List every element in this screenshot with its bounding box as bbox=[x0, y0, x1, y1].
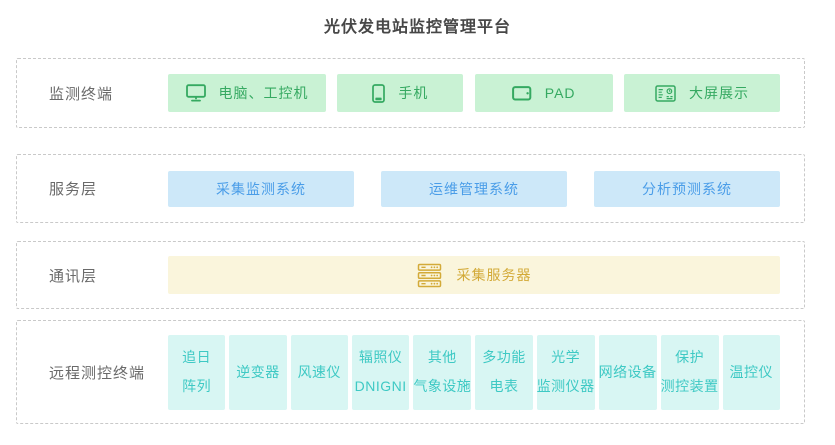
device-chip-line: 电表 bbox=[489, 378, 519, 394]
layer-services: 服务层 采集监测系统 运维管理系统 分析预测系统 bbox=[16, 154, 805, 223]
device-chip-line: 保护 bbox=[675, 349, 705, 365]
device-chip-line: 监测仪器 bbox=[536, 378, 595, 394]
device-chip-line: 其他 bbox=[427, 349, 457, 365]
terminal-chip-phone: 手机 bbox=[337, 74, 464, 112]
server-icon bbox=[417, 263, 442, 288]
terminal-chip-label: 手机 bbox=[398, 85, 429, 101]
terminal-chip-big-screen: 大屏展示 bbox=[623, 74, 780, 112]
device-chip-inverter: 逆变器 bbox=[229, 334, 287, 410]
service-chip-collection-monitoring: 采集监测系统 bbox=[168, 170, 354, 207]
communication-chip-label: 采集服务器 bbox=[456, 267, 532, 283]
device-chip-line: 辐照仪 bbox=[358, 349, 403, 365]
layer-content: 追日 阵列 逆变器 风速仪 辐照仪 DNIGNI 其他 气象设施 多功能 电表 … bbox=[168, 334, 780, 410]
device-chip-line: 逆变器 bbox=[236, 363, 280, 380]
service-chip-operation-management: 运维管理系统 bbox=[381, 170, 567, 207]
device-chip-line: 温控仪 bbox=[729, 363, 774, 380]
layer-communication: 通讯层 bbox=[16, 241, 805, 309]
layer-label-services: 服务层 bbox=[49, 181, 98, 198]
device-chip-anemometer: 风速仪 bbox=[290, 334, 348, 410]
layer-label-communication: 通讯层 bbox=[49, 267, 98, 285]
service-chip-label: 采集监测系统 bbox=[216, 180, 306, 197]
device-chip-line: 网络设备 bbox=[598, 363, 657, 380]
device-chip-irradiance-meter: 辐照仪 DNIGNI bbox=[351, 334, 410, 410]
device-chip-line: 光学 bbox=[551, 349, 581, 365]
service-chip-analysis-forecast: 分析预测系统 bbox=[594, 170, 780, 207]
pad-icon bbox=[511, 85, 532, 101]
service-chip-label: 运维管理系统 bbox=[429, 180, 519, 197]
service-chip-label: 分析预测系统 bbox=[642, 180, 732, 197]
device-chip-protection-control-device: 保护 测控装置 bbox=[660, 334, 719, 410]
layer-monitoring-terminals: 监测终端 电脑、工控机 手机 bbox=[16, 58, 805, 128]
terminal-chip-pad: PAD bbox=[474, 74, 613, 112]
device-chip-multifunction-meter: 多功能 电表 bbox=[475, 334, 533, 410]
device-chip-sun-tracking-array: 追日 阵列 bbox=[168, 334, 226, 410]
device-chip-line: 阵列 bbox=[182, 378, 212, 394]
device-chip-line: 多功能 bbox=[482, 349, 526, 365]
device-chip-network-equipment: 网络设备 bbox=[598, 334, 657, 410]
device-chip-line: 追日 bbox=[182, 349, 212, 365]
device-chip-optical-monitoring-instrument: 光学 监测仪器 bbox=[536, 334, 595, 410]
layer-remote-terminals: 远程测控终端 追日 阵列 逆变器 风速仪 辐照仪 DNIGNI 其他 气象设施 … bbox=[16, 320, 805, 424]
big-screen-icon bbox=[655, 84, 676, 102]
device-chip-line: DNIGNI bbox=[354, 378, 407, 394]
layer-content: 采集服务器 bbox=[168, 256, 780, 294]
device-chip-line: 风速仪 bbox=[297, 363, 342, 380]
terminal-chip-label: 大屏展示 bbox=[688, 85, 749, 101]
layer-label-remote-terminals: 远程测控终端 bbox=[49, 364, 146, 382]
monitor-icon bbox=[185, 84, 206, 102]
terminal-chip-computer: 电脑、工控机 bbox=[168, 74, 326, 112]
device-chip-line: 气象设施 bbox=[413, 378, 472, 394]
terminal-chip-label: 电脑、工控机 bbox=[218, 85, 309, 101]
device-chip-temperature-controller: 温控仪 bbox=[722, 334, 780, 410]
communication-chip-collection-server: 采集服务器 bbox=[168, 256, 780, 294]
layer-content: 采集监测系统 运维管理系统 分析预测系统 bbox=[168, 170, 780, 207]
phone-icon bbox=[372, 83, 386, 103]
layer-content: 电脑、工控机 手机 PAD bbox=[168, 74, 780, 112]
layer-label-monitoring-terminals: 监测终端 bbox=[49, 85, 114, 103]
device-chip-other-weather-facilities: 其他 气象设施 bbox=[413, 334, 472, 410]
terminal-chip-label: PAD bbox=[544, 85, 576, 101]
device-chip-line: 测控装置 bbox=[660, 378, 719, 394]
page-title: 光伏发电站监控管理平台 bbox=[323, 19, 511, 36]
